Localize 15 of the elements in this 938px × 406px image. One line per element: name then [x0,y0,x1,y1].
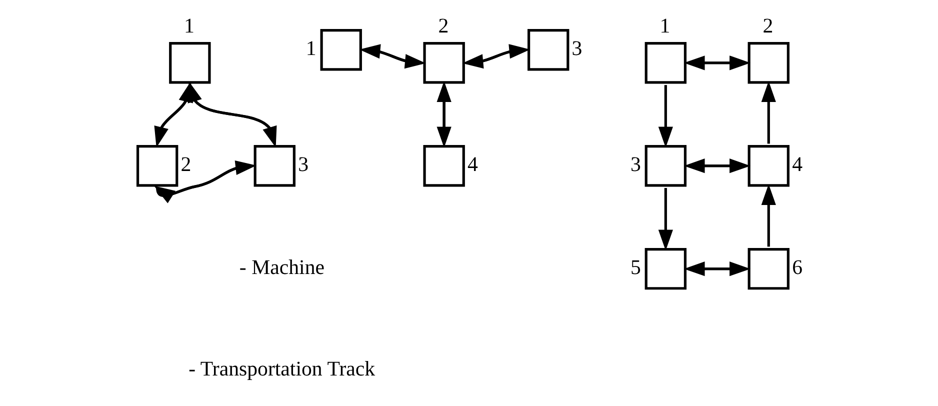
legend-label: - Machine [238,254,324,279]
node-label: 5 [630,254,640,279]
node-label: 3 [630,152,640,176]
node-label: 2 [438,14,448,38]
node-label: 1 [184,14,194,38]
node-label: 4 [467,152,478,176]
node-label: 2 [762,14,773,38]
node-label: 3 [571,36,582,60]
node-label: 1 [305,36,316,60]
node-label: 1 [659,14,670,38]
node-label: 2 [180,152,191,176]
node-label: 3 [298,152,308,176]
legend-label: - Transportation Track [188,356,375,380]
node-label: 6 [792,254,802,279]
node-label: 4 [792,152,802,176]
